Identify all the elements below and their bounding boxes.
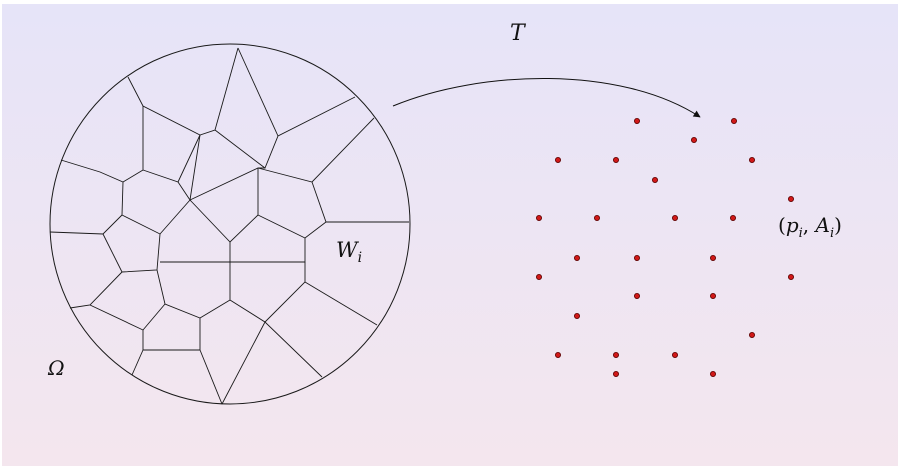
cell-edges (49, 47, 409, 405)
point-label: (pi, Ai) (778, 213, 842, 241)
target-point (594, 214, 601, 221)
target-point (710, 292, 717, 299)
target-point (710, 370, 717, 377)
target-point (634, 254, 641, 261)
target-point (749, 331, 756, 338)
target-point (672, 351, 679, 358)
target-point (730, 214, 737, 221)
target-point (574, 312, 581, 319)
domain-disk (49, 43, 411, 405)
transport-arrow (392, 77, 701, 118)
target-point (613, 156, 620, 163)
target-point (536, 214, 543, 221)
target-point (574, 254, 581, 261)
target-point (613, 351, 620, 358)
target-point (672, 214, 679, 221)
target-point (731, 118, 738, 125)
target-point (749, 156, 756, 163)
domain-symbol: Ω (47, 356, 65, 380)
target-points (536, 118, 795, 377)
target-point (555, 351, 562, 358)
target-point (613, 370, 620, 377)
target-point (788, 195, 795, 202)
target-point (634, 292, 641, 299)
target-point (691, 136, 698, 143)
target-point (634, 118, 641, 125)
target-point (788, 273, 795, 280)
domain-boundary (49, 43, 411, 405)
target-point (536, 273, 543, 280)
cell-label-subscript: i (358, 250, 362, 266)
target-point (710, 254, 717, 261)
background-panel (2, 4, 898, 466)
target-point (555, 156, 562, 163)
map-symbol: T (510, 21, 527, 46)
cell-label: Wi (336, 238, 362, 266)
target-point (652, 176, 659, 183)
